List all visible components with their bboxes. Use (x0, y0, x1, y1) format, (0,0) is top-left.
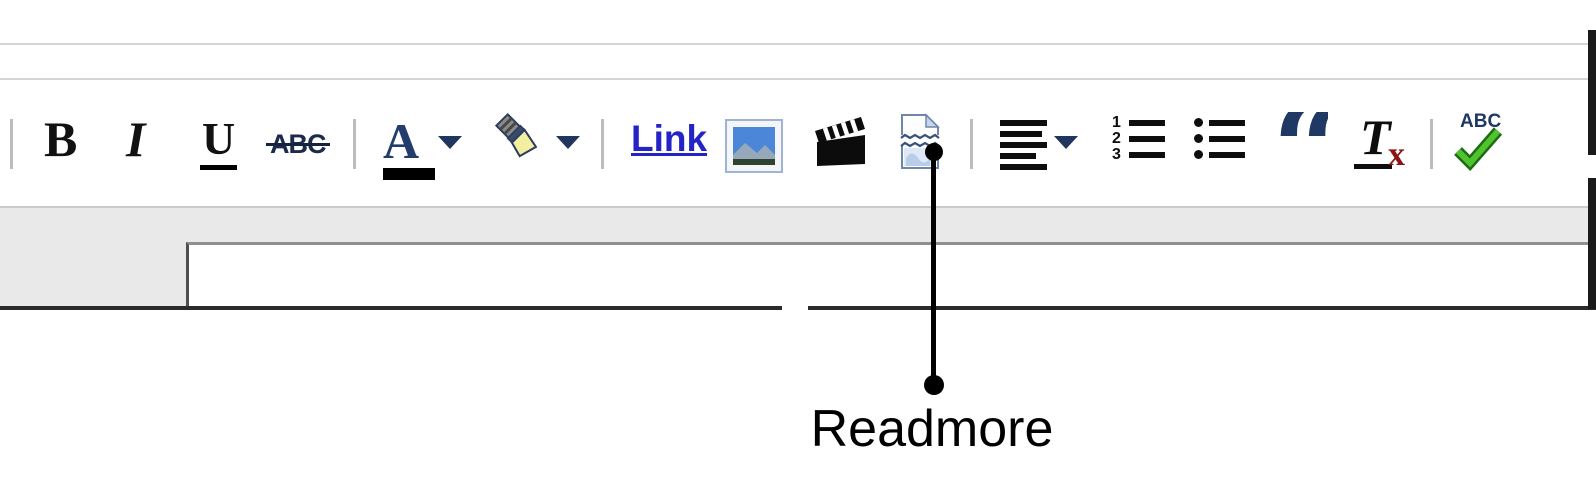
strikethrough-button[interactable]: ABC (266, 131, 330, 158)
content-bottom-border (0, 306, 782, 310)
link-icon: Link (631, 118, 708, 159)
insert-video-button[interactable] (812, 112, 870, 175)
strikethrough-icon: ABC (266, 131, 330, 158)
toolbar-separator (970, 119, 973, 169)
highlight-color-dropdown-arrow-icon[interactable] (556, 136, 580, 149)
right-edge-bar (1588, 30, 1596, 155)
callout-label: Readmore (810, 400, 1054, 458)
alignment-button[interactable] (1000, 120, 1047, 170)
highlight-color-button[interactable] (490, 106, 548, 173)
bold-icon: B (44, 111, 78, 167)
spellcheck-check-icon (1454, 127, 1503, 172)
text-color-button[interactable]: A (383, 116, 435, 180)
toolbar-separator (10, 119, 13, 169)
alignment-dropdown-arrow-icon[interactable] (1054, 136, 1078, 149)
insert-link-button[interactable]: Link (631, 120, 707, 157)
toolbar-separator (353, 119, 356, 169)
highlighter-icon (494, 112, 538, 158)
text-color-dropdown-arrow-icon[interactable] (438, 136, 462, 149)
align-left-icon (1000, 120, 1047, 170)
spellcheck-abc-label: ABC (1460, 111, 1502, 132)
top-divider-line-1 (0, 43, 1588, 45)
right-edge-bar (1588, 178, 1596, 309)
underline-icon: U (200, 116, 238, 170)
remove-formatting-button[interactable]: T x (1354, 109, 1412, 176)
ul-bullet-icon (1194, 134, 1203, 143)
ul-bullet-icon (1194, 118, 1203, 127)
text-color-icon: A (383, 113, 420, 169)
ol-number: 3 (1112, 146, 1121, 163)
video-clapperboard-icon (815, 117, 865, 166)
toolbar-separator (601, 119, 604, 169)
blockquote-icon: “ (1272, 112, 1328, 168)
callout-target-dot (925, 143, 943, 161)
ol-number: 1 (1112, 114, 1121, 131)
toolbar-separator (1430, 119, 1433, 169)
blockquote-button[interactable]: “ (1272, 112, 1328, 168)
remove-formatting-x-icon: x (1388, 136, 1405, 173)
callout-end-dot (924, 375, 944, 395)
italic-button[interactable]: I (126, 114, 145, 164)
content-bottom-border (808, 306, 1596, 310)
italic-icon: I (126, 111, 146, 167)
callout-line (931, 150, 936, 385)
image-icon (725, 119, 783, 173)
bullet-list-button[interactable] (1194, 118, 1245, 159)
insert-image-button[interactable] (725, 119, 783, 178)
post-compose-area[interactable] (186, 242, 1588, 306)
underline-button[interactable]: U (200, 116, 238, 170)
ul-bullet-icon (1194, 150, 1203, 159)
remove-formatting-icon: T (1360, 109, 1391, 165)
text-color-sample-bar (383, 168, 435, 180)
bold-button[interactable]: B (44, 114, 77, 164)
top-divider-line-2 (0, 78, 1588, 80)
ol-number: 2 (1112, 130, 1121, 147)
readmore-pagebreak-icon (900, 113, 940, 169)
numbered-list-button[interactable]: 1 2 3 (1110, 114, 1165, 163)
spellcheck-button[interactable]: ABC (1452, 112, 1508, 182)
